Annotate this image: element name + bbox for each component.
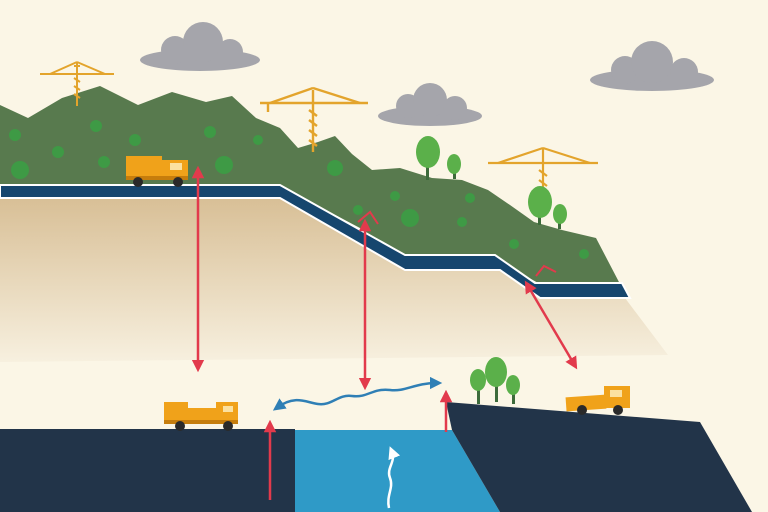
truck-icon	[565, 386, 630, 415]
crane-icon	[260, 86, 368, 152]
tree-icon	[416, 136, 461, 180]
truck-icon	[164, 402, 238, 431]
upflow-arrow-icon	[387, 446, 401, 509]
cloud-icon	[590, 41, 714, 91]
wave-arrow-icon	[272, 376, 443, 411]
surface-band	[0, 184, 632, 299]
arrow-hook-icon	[535, 264, 557, 277]
tree-icon	[470, 357, 520, 404]
tree-icon	[528, 186, 567, 229]
water-channel	[295, 430, 500, 512]
soil-layer	[0, 198, 668, 362]
bedrock-right	[446, 402, 752, 512]
crane-icon	[40, 61, 114, 106]
cloud-icon	[378, 83, 482, 126]
hill-dots	[9, 120, 589, 259]
cloud-icon	[140, 22, 260, 71]
green-hills	[0, 86, 620, 284]
arrow-hook-icon	[357, 210, 379, 225]
arrow-icon	[524, 280, 578, 370]
bedrock-left	[0, 429, 295, 512]
truck-icon	[126, 156, 188, 187]
